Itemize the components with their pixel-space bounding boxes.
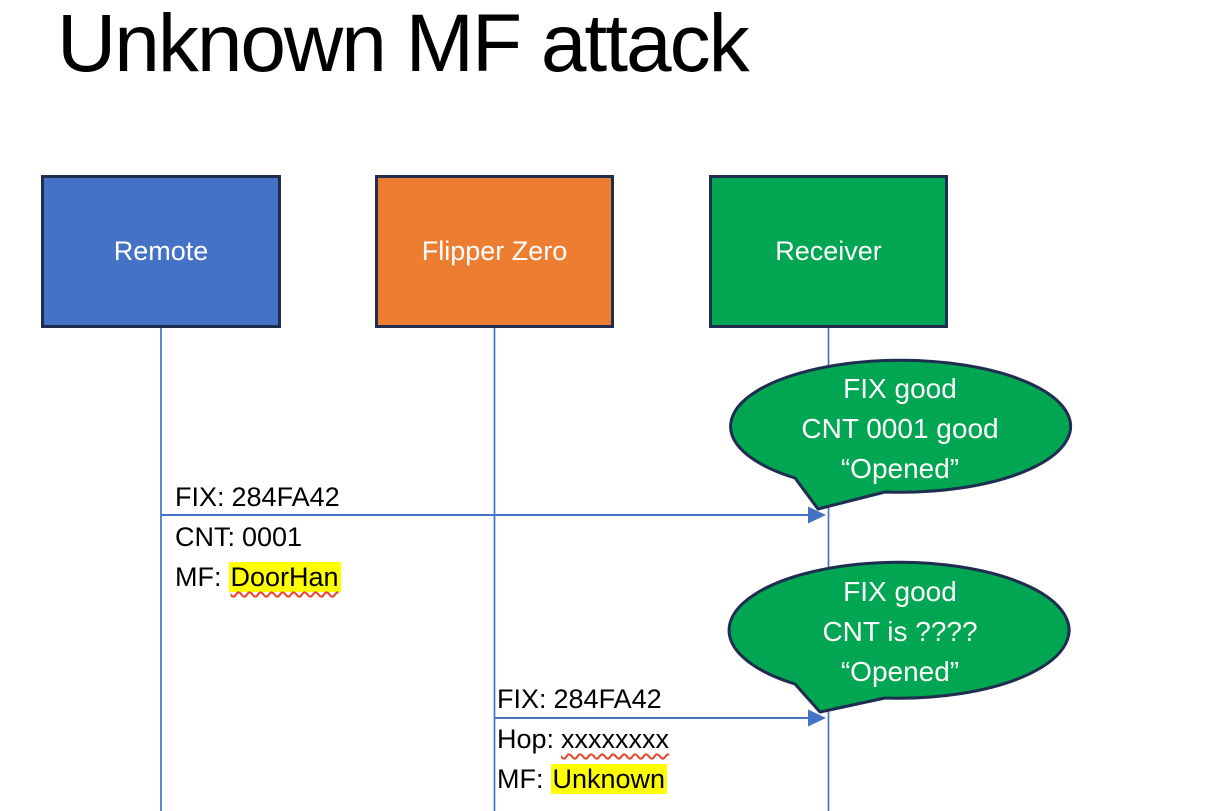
speech-bubble-2 [727,560,1071,714]
arrowhead-icon [808,709,826,727]
message-2-labels: FIX:284FA42 Hop:xxxxxxxx MF:Unknown [497,679,669,799]
arrowhead-icon [808,506,826,524]
callout-line: “Opened” [840,656,960,687]
misspelled-value: xxxxxxxx [561,724,670,754]
speech-bubble-1 [729,358,1073,511]
slide-title: Unknown MF attack [57,0,750,89]
message-line-hop: Hop:xxxxxxxx [497,724,670,754]
speech-bubble-1-text: FIX good CNT 0001 good “Opened” [730,369,1070,489]
callout-line: CNT is ???? [822,616,978,647]
message-line-fix: FIX:284FA42 [497,684,662,714]
highlighted-value: Unknown [550,764,668,794]
callout-line: FIX good [843,373,957,404]
callout-line: “Opened” [840,453,960,484]
message-1-labels: FIX:284FA42 CNT:0001 MF:DoorHan [175,477,341,597]
callout-line: CNT 0001 good [801,413,999,444]
message-line-mf: MF:Unknown [497,764,668,794]
actor-label-receiver: Receiver [775,236,882,266]
actor-label-remote: Remote [113,236,209,266]
message-line-mf: MF:DoorHan [175,562,341,592]
message-line-cnt: CNT:0001 [175,522,303,552]
message-line-fix: FIX:284FA42 [175,482,340,512]
speech-bubble-2-text: FIX good CNT is ???? “Opened” [730,572,1070,692]
actor-box-remote: Remote [41,175,281,328]
actor-label-flipper-zero: Flipper Zero [421,236,568,266]
highlighted-value: DoorHan [228,562,341,592]
actor-box-flipper-zero: Flipper Zero [375,175,614,328]
callout-line: FIX good [843,576,957,607]
actor-box-receiver: Receiver [709,175,948,328]
